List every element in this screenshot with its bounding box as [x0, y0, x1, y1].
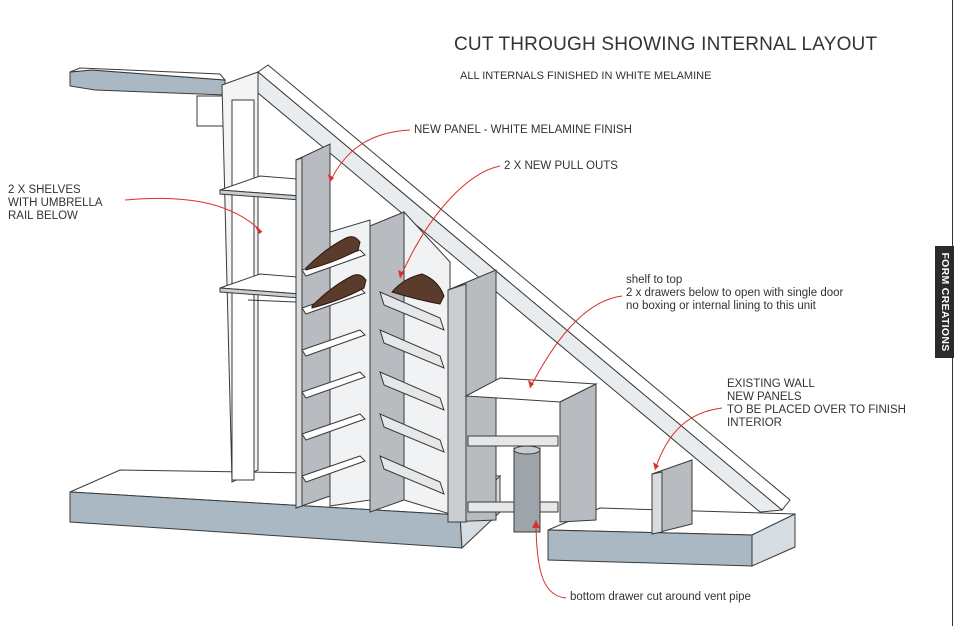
floor-slab-right-side	[751, 513, 796, 567]
shoes-pull-out-1	[305, 236, 367, 309]
leader-arrowheads	[255, 174, 659, 528]
annotation-vent: bottom drawer cut around vent pipe	[570, 591, 751, 603]
drawer-lower	[467, 501, 559, 513]
new-panel-edge	[295, 157, 303, 509]
vent-pipe-top	[513, 445, 541, 455]
top-beam-top	[69, 67, 227, 81]
floor-slab-right-front	[547, 529, 753, 567]
annotation-existing-wall: EXISTING WALL NEW PANELS TO BE PLACED OV…	[727, 378, 906, 429]
umbrella-rail	[247, 299, 297, 303]
annotation-pull-outs: 2 X NEW PULL OUTS	[504, 160, 618, 172]
drawing-subtitle: ALL INTERNALS FINISHED IN WHITE MELAMINE	[460, 70, 712, 82]
annotation-shelf-top: shelf to top 2 x drawers below to open w…	[626, 274, 844, 312]
leader-shelves	[124, 197, 263, 233]
leader-lines	[124, 129, 723, 599]
beam-moulding	[196, 95, 226, 127]
leader-existing-wall	[654, 407, 723, 471]
existing-wall-panel-edge	[651, 471, 663, 535]
drawer-upper	[467, 435, 559, 447]
pull-out-2-back	[403, 210, 451, 515]
drawing-title: CUT THROUGH SHOWING INTERNAL LAYOUT	[454, 34, 878, 55]
drawer-unit-right	[559, 383, 597, 523]
leader-new-panel	[329, 129, 411, 183]
brand-label: FORM CREATIONS	[938, 252, 951, 352]
leader-shelf-top	[529, 295, 623, 389]
brand-tab: FORM CREATIONS	[935, 246, 954, 358]
shoes-pull-out-2	[391, 273, 445, 305]
annotation-new-panel: NEW PANEL - WHITE MELAMINE FINISH	[414, 124, 632, 136]
vent-pipe	[513, 447, 541, 533]
leader-pull-outs	[399, 165, 501, 279]
pull-out-2-racks	[379, 291, 445, 495]
centre-panel-front	[447, 283, 467, 523]
annotation-shelves: 2 X SHELVES WITH UMBRELLA RAIL BELOW	[8, 184, 103, 222]
leader-vent	[535, 519, 567, 599]
